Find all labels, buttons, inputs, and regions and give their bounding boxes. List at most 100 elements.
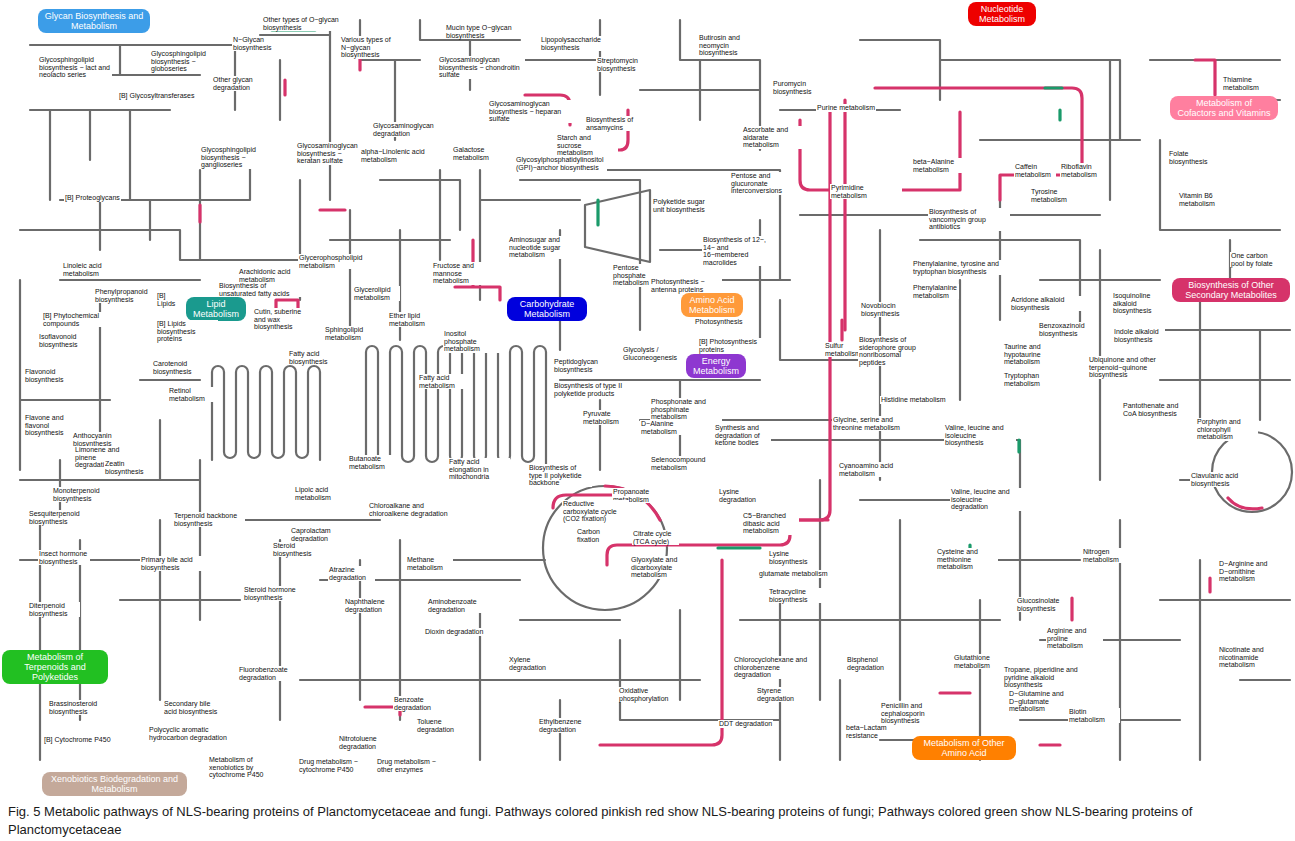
pathway-label: Secondary bile acid biosynthesis (163, 700, 220, 715)
pathway-label: Ether lipid metabolism (388, 312, 435, 327)
category-box: Metabolism of Cofactors and Vitamins (1170, 96, 1278, 120)
pathway-name: Glycine, serine and threonine metabolism (833, 416, 900, 431)
pathway-name: Secondary bile acid biosynthesis (164, 700, 217, 715)
pathway-label: Oxidative phosphorylation (618, 687, 675, 702)
pathway-label: Taurine and hypotaurine metabolism (1003, 343, 1060, 366)
pathway-name: Phosphonate and phosphinate metabolism (651, 398, 706, 420)
pathway-label: Glycolysis / Gluconeogenesis (622, 346, 674, 361)
pentose-shape (585, 190, 650, 262)
pathway-label: Diterpenoid biosynthesis (28, 602, 80, 617)
pathway-name: Reductive carboxylate cycle (CO2 fixatio… (563, 500, 617, 522)
category-box: Glycan Biosynthesis and Metabolism (38, 9, 150, 33)
pathway-name: Fatty acid metabolism (419, 374, 455, 389)
category-title: Lipid Metabolism (192, 299, 240, 319)
pathway-name: Phenylalanine metabolism (913, 284, 957, 299)
pathway-name: Chlorocyclohexane and chlorobenzene degr… (734, 656, 807, 678)
pathway-label: Fructose and mannose metabolism (432, 262, 494, 285)
pathway-name: Polycyclic aromatic hydrocarbon degradat… (149, 726, 227, 741)
pathway-label: Thiamine metabolism (1222, 76, 1269, 91)
pathway-name: Biosynthesis of type II polyketide backb… (529, 464, 582, 486)
pathway-label: Clavulanic acid biosynthesis (1190, 472, 1247, 487)
pathway-name: Retinol metabolism (169, 387, 205, 402)
pathway-label: Styrene degradation (756, 687, 803, 702)
pathway-name: Carbon fixation (577, 528, 600, 543)
pathway-label: Pyrimidine metabolism (830, 184, 902, 199)
pathway-label: Biotin metabolism (1068, 708, 1120, 723)
pathway-label: Glycosylphosphatidylinositol (GPI)−ancho… (515, 156, 607, 171)
pathway-name: Sulfur metabolism (825, 342, 861, 357)
category-title: Glycan Biosynthesis and Metabolism (44, 11, 144, 31)
category-title: Energy Metabolism (692, 356, 740, 376)
pathway-name: Brassinosteroid biosynthesis (49, 700, 97, 715)
pathway-label: Bisphenol degradation (846, 656, 893, 671)
pathway-name: Lipoic acid metabolism (295, 486, 331, 501)
pathway-label: N−Glycan biosynthesis (232, 36, 279, 51)
pathway-label: Caprolactam degradation (290, 527, 342, 542)
pathway-name: Glycosaminoglycan degradation (373, 122, 434, 137)
pathway-label: Phenylpropanoid biosynthesis (94, 288, 151, 303)
pathway-label: Biosynthesis of type II polyketide produ… (553, 382, 625, 397)
pathway-name: Photosynthesis (695, 318, 742, 325)
pathway-label: [B] Lipids (156, 292, 186, 307)
pathway-label: Biosynthesis of 12−, 14− and 16−membered… (702, 236, 774, 266)
pathway-label: [B] Phytochemical compounds (42, 312, 104, 327)
pathway-name: Photosynthesis − antenna proteins (651, 278, 705, 293)
pathway-name: beta−Lactam resistance (846, 724, 887, 739)
pathway-name: Pyruvate metabolism (583, 410, 619, 425)
pathway-name: Cutin, suberine and wax biosynthesis (254, 308, 301, 330)
pathway-name: Benzoate degradation (394, 696, 431, 711)
pathway-label: Nitrogen metabolism (1082, 548, 1129, 563)
pathway-name: Arginine and proline metabolism (1047, 627, 1086, 649)
pathway-name: Purine metabolism (817, 104, 875, 111)
pathway-label: Xylene degradation (508, 656, 565, 671)
pathway-name: D−Alanine metabolism (641, 420, 677, 435)
pathway-name: Synthesis and degradation of ketone bodi… (715, 424, 760, 446)
pathway-label: Porphyrin and chlorophyll metabolism (1196, 418, 1258, 441)
pathway-name: Indole alkaloid biosynthesis (1114, 328, 1159, 343)
pathway-name: Valine, leucine and isoleucine degradati… (951, 488, 1010, 510)
pathway-name: N−Glycan biosynthesis (233, 36, 272, 51)
serpentine-line (212, 366, 320, 460)
pathway-label: Methane metabolism (406, 556, 453, 571)
pathway-name: Flavonoid biosynthesis (25, 368, 64, 383)
fungi-highlight (365, 300, 1262, 745)
pathway-name: Biosynthesis of siderophore group nonrib… (859, 336, 916, 366)
pathway-label: Starch and sucrose metabolism (556, 134, 618, 157)
pathway-label: Lipoic acid metabolism (294, 486, 341, 501)
pathway-name: One carbon pool by folate (1231, 252, 1273, 267)
figure-caption-box: Fig. 5 Metabolic pathways of NLS-bearing… (8, 803, 1286, 838)
pathway-name: Other types of O−glycan biosynthesis (263, 16, 339, 31)
pathway-label: Various types of N−glycan biosynthesis (340, 36, 402, 59)
pathway-label: Reductive carboxylate cycle (CO2 fixatio… (562, 500, 629, 523)
pathway-name: Nitrogen metabolism (1083, 548, 1119, 563)
pathway-label: Selenocompound metabolism (650, 456, 707, 471)
pathway-label: Ubiquinone and other terpenoid−quinone b… (1088, 356, 1180, 379)
pathway-label: Steroid biosynthesis (272, 542, 324, 557)
pathway-label: Phosphonate and phosphinate metabolism (650, 398, 722, 421)
pathway-name: Diterpenoid biosynthesis (29, 602, 68, 617)
category-box: Energy Metabolism (686, 354, 746, 378)
pathway-label: Biosynthesis of ansamycins (585, 116, 647, 131)
pathway-label: Valine, leucine and isoleucine degradati… (950, 488, 1022, 511)
pathway-label: Arachidonic acid metabolism (238, 268, 310, 283)
pathway-name: Nicotinate and nicotinamide metabolism (1219, 646, 1264, 668)
pathway-name: Glucosinolate biosynthesis (1017, 597, 1059, 612)
pathway-label: Tryptophan metabolism (1003, 372, 1055, 387)
pathway-label: Riboflavin metabolism (1060, 163, 1107, 178)
pathway-name: Caffein metabolism (1015, 163, 1051, 178)
pathway-name: [B] Lipids (157, 292, 175, 307)
category-title: Metabolism of Other Amino Acid (918, 738, 1010, 758)
pathway-label: Novobiocin biosynthesis (860, 302, 907, 317)
pathway-name: C5−Branched dibasic acid metabolism (743, 512, 786, 534)
pathway-name: [B] Cytochrome P450 (44, 736, 111, 743)
pathway-name: Steroid biosynthesis (273, 542, 312, 557)
pathway-label: Glucosinolate biosynthesis (1016, 597, 1068, 612)
pathway-name: glutamate metabolism (759, 570, 827, 577)
figure-caption: Fig. 5 Metabolic pathways of NLS-bearing… (8, 804, 1192, 837)
pathway-label: Indole alkaloid biosynthesis (1113, 328, 1165, 343)
pathway-name: alpha−Linolenic acid metabolism (361, 148, 425, 163)
pathway-name: Tropane, piperidine and pyridine alkaloi… (1004, 666, 1078, 688)
pathway-name: Isoquinoline alkaloid biosynthesis (1113, 292, 1152, 314)
pathway-line (20, 110, 460, 340)
pathway-label: Toluene degradation (416, 718, 463, 733)
